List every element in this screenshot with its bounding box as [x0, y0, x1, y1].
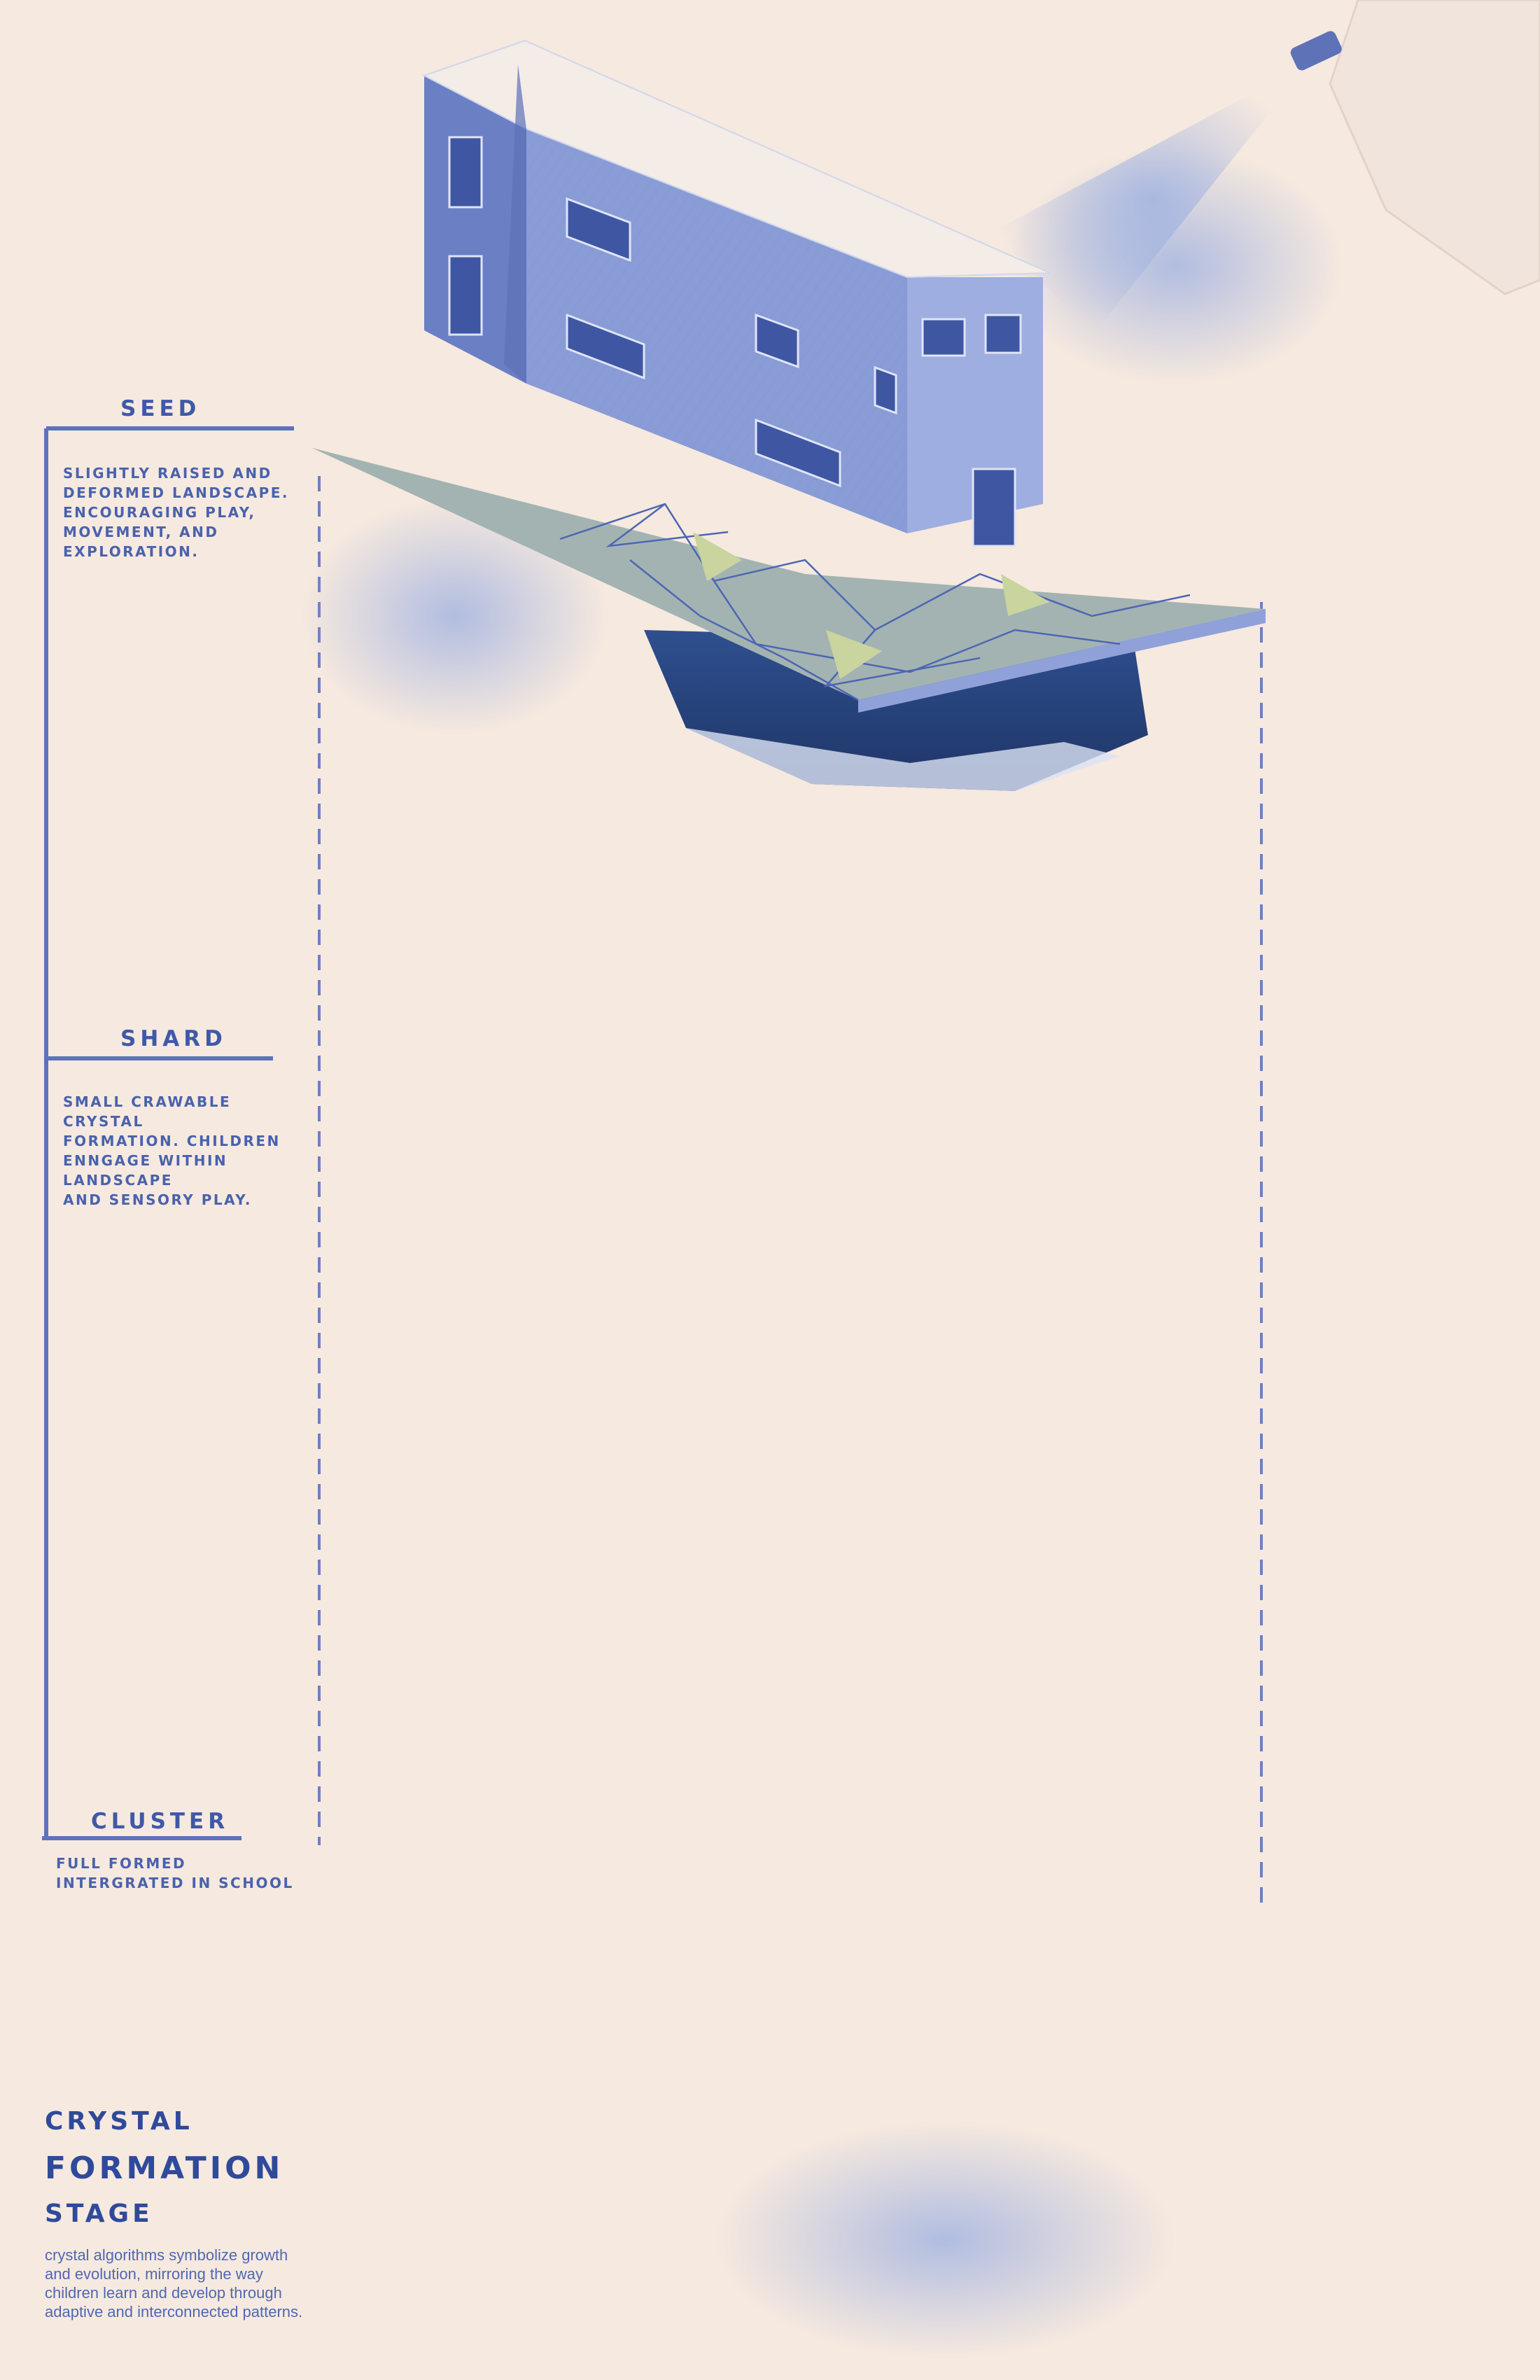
mist-cloud — [301, 497, 609, 735]
title-line-crystal: CRYSTAL — [45, 2107, 193, 2136]
stage-title-shard: SHARD — [120, 1026, 227, 1051]
description-line: FORMATION. CHILDREN — [63, 1133, 281, 1149]
caption-line: adaptive and interconnected patterns. — [45, 2303, 303, 2320]
description-line: SMALL CRAWABLE CRYSTAL — [63, 1093, 232, 1130]
caption: crystal algorithms symbolize growth and … — [45, 2246, 367, 2321]
title-line-formation: FORMATION — [45, 2150, 284, 2186]
projection-lines — [318, 476, 1263, 1911]
caption-line: and evolution, mirroring the way — [45, 2265, 263, 2283]
mist-cloud — [714, 2121, 1176, 2359]
stage-index-bracket — [42, 426, 294, 1840]
caption-line: children learn and develop through — [45, 2284, 282, 2302]
stage-description-shard: SMALL CRAWABLE CRYSTAL FORMATION. CHILDR… — [63, 1092, 315, 1210]
description-line: INTERGRATED IN SCHOOL — [56, 1875, 294, 1891]
stage-title-cluster: CLUSTER — [91, 1809, 230, 1834]
description-line: ENCOURAGING PLAY, — [63, 504, 256, 521]
stage-title-seed: SEED — [120, 396, 201, 421]
title-line-stage: STAGE — [45, 2199, 153, 2228]
description-line: EXPLORATION. — [63, 543, 200, 560]
description-line: FULL FORMED — [56, 1855, 187, 1872]
description-line: LANDSCAPE — [63, 1172, 173, 1189]
caption-line: crystal algorithms symbolize growth — [45, 2246, 288, 2264]
stage-description-seed: SLIGHTLY RAISED AND DEFORMED LANDSCAPE. … — [63, 463, 315, 561]
seed-stage-model — [312, 39, 1266, 791]
spray-icon — [994, 0, 1540, 385]
description-line: SLIGHTLY RAISED AND — [63, 465, 272, 482]
description-line: ENNGAGE WITHIN — [63, 1152, 228, 1169]
stage-description-cluster: FULL FORMED INTERGRATED IN SCHOOL — [56, 1854, 308, 1893]
description-line: MOVEMENT, AND — [63, 524, 219, 540]
description-line: AND SENSORY PLAY. — [63, 1191, 252, 1208]
description-line: DEFORMED LANDSCAPE. — [63, 484, 289, 501]
